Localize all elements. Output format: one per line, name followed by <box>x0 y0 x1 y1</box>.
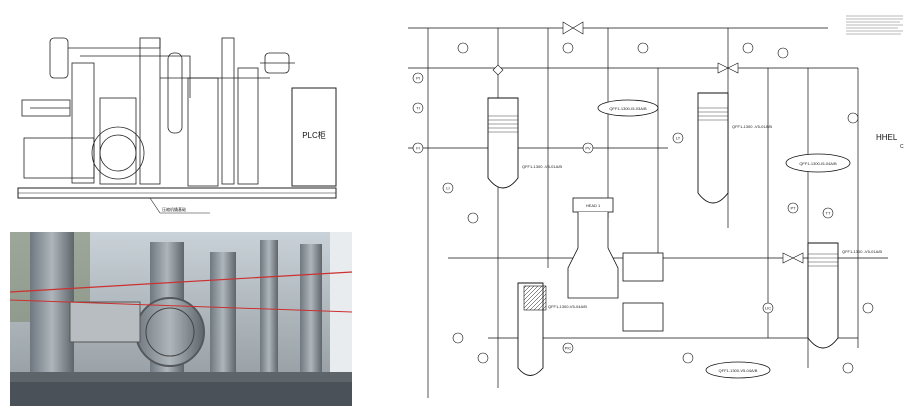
head-label: HEAD 1 <box>586 203 601 208</box>
vessel-3-label: QFF1-1300 -V5-01A/B <box>842 249 882 254</box>
base-label: 压缩机撬基础 <box>162 206 186 212</box>
right-exchanger <box>785 153 851 173</box>
hhel-label: HHEL <box>876 133 898 142</box>
vessel-3 <box>807 242 839 349</box>
vessel-2 <box>697 92 729 204</box>
cylinder-lower <box>622 302 664 332</box>
plc-cabinet <box>291 87 337 187</box>
valves <box>492 21 804 264</box>
tag-pic: PIC <box>565 346 572 351</box>
bottom-exchanger-label: QFF1-1300-V5-04A/B <box>719 368 758 373</box>
vessel-4-label: QFF1-1300-V5-04A/B <box>548 304 587 309</box>
pid-schematic: HEAD 1 QFF1-1300-I5-03A/B QFF1-1300-I5-0… <box>408 15 904 398</box>
top-exchanger-label: QFF1-1300-I5-03A/B <box>609 106 647 111</box>
pid-schematic-panel: HEAD 1 QFF1-1300-I5-03A/B QFF1-1300-I5-0… <box>388 8 908 410</box>
tag-li: LI <box>446 186 449 191</box>
compressor <box>567 212 619 299</box>
photo-illustration <box>10 232 352 406</box>
vessel-2-label: QFF1-1300 -V5-01A/B <box>732 124 772 129</box>
tag-lic: LIC <box>765 306 771 311</box>
equipment-photo <box>10 232 352 406</box>
piping <box>21 37 295 187</box>
tag-ti: TI <box>416 106 420 111</box>
bottom-exchanger <box>705 361 771 379</box>
notes-block <box>846 15 903 35</box>
isometric-drawing: PLC柜 压缩机撬基础 <box>17 37 337 214</box>
isometric-drawing-panel: PLC柜 压缩机撬基础 <box>10 8 350 226</box>
tag-pt: PT <box>790 206 796 211</box>
top-exchanger <box>597 99 659 117</box>
tag-tt: TT <box>826 211 831 216</box>
tag-fi: FI <box>416 146 420 151</box>
vessel-1-label: QFF1-1300 -V5-01A/B <box>522 164 562 169</box>
right-exchanger-label: QFF1-1300-I5-04A/B <box>799 161 837 166</box>
cylinder-upper <box>622 252 664 282</box>
tag-pi: PI <box>416 76 420 81</box>
vessel-1 <box>487 97 519 189</box>
plc-label: PLC柜 <box>302 130 326 140</box>
instrument-bubbles <box>412 42 874 374</box>
tag-pv: PV <box>585 146 591 151</box>
tag-lt: LT <box>676 136 681 141</box>
letter-c: C <box>900 144 904 150</box>
